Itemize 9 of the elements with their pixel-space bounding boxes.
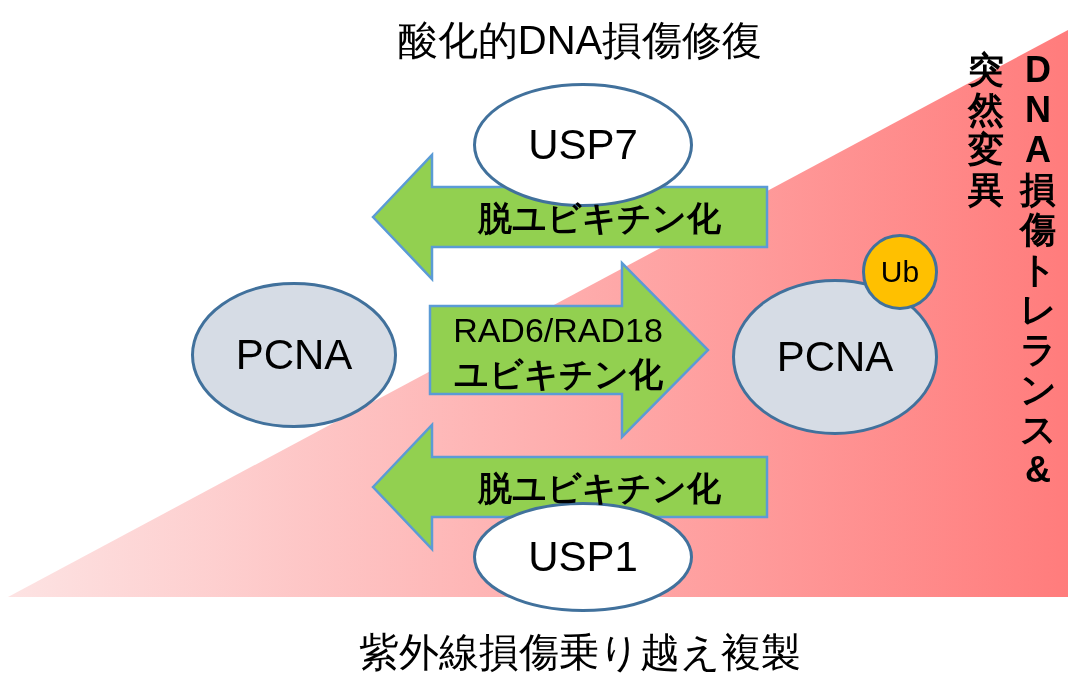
bottom-heading: 紫外線損傷乗り越え複製 [358, 629, 802, 676]
side-label: DNA損傷トレランス & 突然変異 [966, 50, 1058, 490]
oval-node: PCNA [191, 282, 397, 428]
block-arrow [371, 421, 769, 553]
circle-node: Ub [862, 234, 938, 310]
edge-label: RAD6/RAD18 ユビキチン化 [452, 310, 664, 395]
title: 酸化的DNA損傷修復 [396, 17, 764, 64]
block-arrow [371, 151, 769, 283]
block-arrow [428, 259, 710, 441]
